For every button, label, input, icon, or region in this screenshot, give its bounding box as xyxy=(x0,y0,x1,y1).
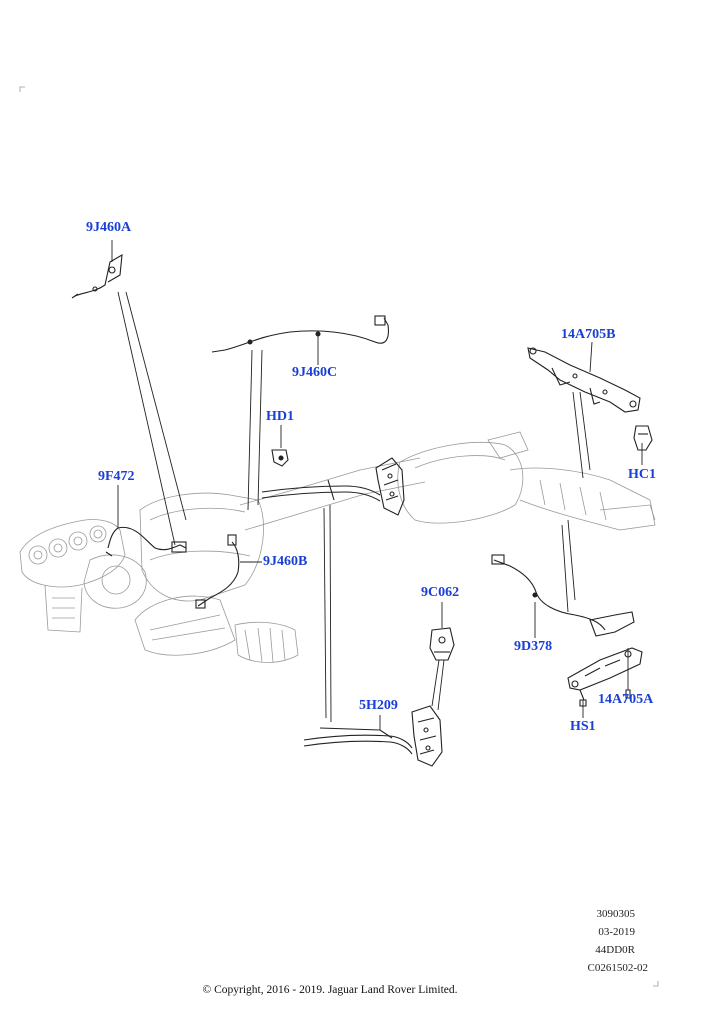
callout-hc1[interactable]: HC1 xyxy=(628,467,656,482)
bracket-14a705b xyxy=(527,347,641,413)
corner-mark-top-left xyxy=(19,86,25,92)
sensor-9d378 xyxy=(491,554,635,637)
callout-hd1[interactable]: HD1 xyxy=(266,409,294,424)
sensor-9c062 xyxy=(429,627,455,661)
sensor-9j460b xyxy=(195,534,240,609)
info-code: 44DD0R xyxy=(595,944,635,956)
callout-5h209[interactable]: 5H209 xyxy=(359,698,398,713)
harness-upper-bracket xyxy=(261,457,405,516)
info-reference: C0261502-02 xyxy=(587,962,649,974)
sensor-9j460c xyxy=(211,315,389,353)
callout-9j460c[interactable]: 9J460C xyxy=(292,365,338,380)
sensor-hd1 xyxy=(271,449,289,467)
callout-9d378[interactable]: 9D378 xyxy=(514,639,553,654)
callout-9j460a[interactable]: 9J460A xyxy=(86,220,132,235)
callout-14a705b[interactable]: 14A705B xyxy=(561,327,616,342)
info-date: 03-2019 xyxy=(598,926,635,938)
sensor-9f472 xyxy=(105,526,187,557)
leader-lines xyxy=(111,240,643,730)
harness-5h209 xyxy=(303,705,443,767)
callout-14a705a[interactable]: 14A705A xyxy=(598,692,654,707)
corner-mark-bottom-right xyxy=(653,981,659,987)
callout-9f472[interactable]: 9F472 xyxy=(98,469,135,484)
exhaust-assembly-outline xyxy=(19,431,656,663)
callout-9c062[interactable]: 9C062 xyxy=(421,585,460,600)
copyright-notice: © Copyright, 2016 - 2019. Jaguar Land Ro… xyxy=(202,984,458,996)
callout-hs1[interactable]: HS1 xyxy=(570,719,596,734)
callout-9j460b[interactable]: 9J460B xyxy=(263,554,308,569)
info-part-number: 3090305 xyxy=(596,908,636,920)
bracket-14a705a xyxy=(567,647,643,707)
sensor-hc1 xyxy=(633,425,653,451)
sensor-9j460a xyxy=(71,253,123,299)
